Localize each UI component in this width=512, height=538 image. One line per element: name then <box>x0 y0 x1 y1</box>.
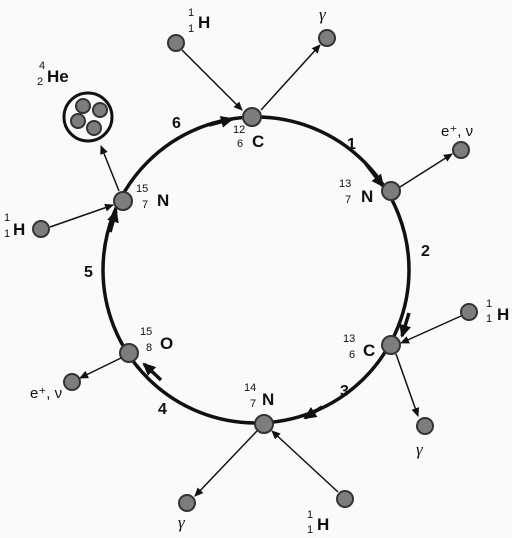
svg-text:H: H <box>13 220 25 239</box>
svg-text:C: C <box>363 341 375 360</box>
step-6: 6 <box>172 115 181 132</box>
arrow-gamma-3 <box>396 354 418 416</box>
label-c12: 12 6 C <box>233 124 264 151</box>
label-positron-2: e⁺, ν <box>441 123 473 140</box>
gamma-out-1-ball <box>319 30 335 46</box>
svg-text:H: H <box>497 305 509 324</box>
nucleus-o15-ball <box>120 344 138 362</box>
label-n15: 15 7 N <box>136 183 169 211</box>
svg-text:1: 1 <box>486 313 492 325</box>
arrow-h-to-c13 <box>401 316 461 343</box>
label-hydrogen-3: 1 1 H <box>486 298 509 325</box>
svg-text:7: 7 <box>142 199 148 211</box>
label-hydrogen-4: 1 1 H <box>307 509 329 536</box>
nucleus-c12-ball <box>243 108 261 126</box>
svg-text:6: 6 <box>349 349 355 361</box>
arrow-h-to-c12 <box>182 50 242 110</box>
svg-text:H: H <box>198 13 210 32</box>
svg-text:13: 13 <box>343 333 355 345</box>
step-3: 3 <box>340 383 349 400</box>
helium-nucleon-2 <box>93 103 107 117</box>
svg-text:1: 1 <box>188 23 194 35</box>
svg-text:1: 1 <box>307 524 313 536</box>
step-4: 4 <box>158 401 167 418</box>
svg-text:C: C <box>252 132 264 151</box>
step-5: 5 <box>84 264 93 281</box>
arrow-gamma-4 <box>195 431 257 496</box>
svg-text:1: 1 <box>307 509 313 521</box>
nucleus-n14-ball <box>255 415 273 433</box>
arrow-h-to-n15 <box>50 205 113 227</box>
label-o15: 15 8 O <box>140 326 173 354</box>
helium-nucleon-4 <box>87 121 101 135</box>
svg-text:1: 1 <box>4 212 10 224</box>
label-he4: 4 2 He <box>37 60 69 88</box>
positron-out-5-ball <box>64 374 80 390</box>
svg-text:N: N <box>157 191 169 210</box>
nucleus-n15-ball <box>114 192 132 210</box>
arrow-positron-2 <box>400 154 452 187</box>
helium-nucleon-3 <box>71 114 85 128</box>
svg-text:13: 13 <box>339 178 351 190</box>
step-1: 1 <box>347 136 356 153</box>
svg-text:7: 7 <box>250 398 256 410</box>
svg-text:2: 2 <box>37 76 43 88</box>
arrow-h-to-n14 <box>272 431 338 492</box>
nucleus-c13-ball <box>382 336 400 354</box>
svg-text:N: N <box>361 187 373 206</box>
arrow-helium-out <box>101 146 119 191</box>
svg-text:12: 12 <box>233 124 245 136</box>
ring-arrow-1 <box>366 164 383 186</box>
nucleus-n13-ball <box>382 182 400 200</box>
svg-text:8: 8 <box>146 342 152 354</box>
helium-nucleon-1 <box>76 99 90 113</box>
hydrogen-in-4-ball <box>337 491 353 507</box>
label-gamma-3: γ <box>416 440 424 459</box>
label-hydrogen-1: 1 1 H <box>188 7 210 35</box>
label-n13: 13 7 N <box>339 178 373 206</box>
label-gamma-1: γ <box>319 5 327 24</box>
arrow-gamma-1 <box>261 45 320 110</box>
hydrogen-in-6-ball <box>33 221 49 237</box>
svg-text:H: H <box>317 515 329 534</box>
svg-text:4: 4 <box>39 60 45 72</box>
label-hydrogen-6: 1 1 H <box>4 212 25 240</box>
svg-text:N: N <box>262 390 274 409</box>
hydrogen-in-3-ball <box>461 304 477 320</box>
svg-text:O: O <box>160 334 173 353</box>
svg-text:He: He <box>47 67 69 86</box>
svg-text:1: 1 <box>4 228 10 240</box>
svg-text:7: 7 <box>345 194 351 206</box>
svg-text:1: 1 <box>486 298 492 310</box>
cycle-ring <box>103 117 409 423</box>
label-positron-5: e⁺, ν <box>30 385 62 402</box>
svg-text:1: 1 <box>188 7 194 19</box>
arrow-positron-5 <box>80 358 121 378</box>
gamma-out-3-ball <box>417 418 433 434</box>
step-2: 2 <box>421 243 430 260</box>
hydrogen-in-1-ball <box>168 35 184 51</box>
svg-text:15: 15 <box>136 183 148 195</box>
label-n14: 14 7 N <box>244 382 274 410</box>
svg-text:15: 15 <box>140 326 152 338</box>
svg-text:14: 14 <box>244 382 256 394</box>
label-gamma-4: γ <box>178 513 186 532</box>
positron-out-2-ball <box>453 142 469 158</box>
label-c13: 13 6 C <box>343 333 375 361</box>
gamma-out-4-ball <box>179 495 195 511</box>
svg-text:6: 6 <box>237 138 243 150</box>
